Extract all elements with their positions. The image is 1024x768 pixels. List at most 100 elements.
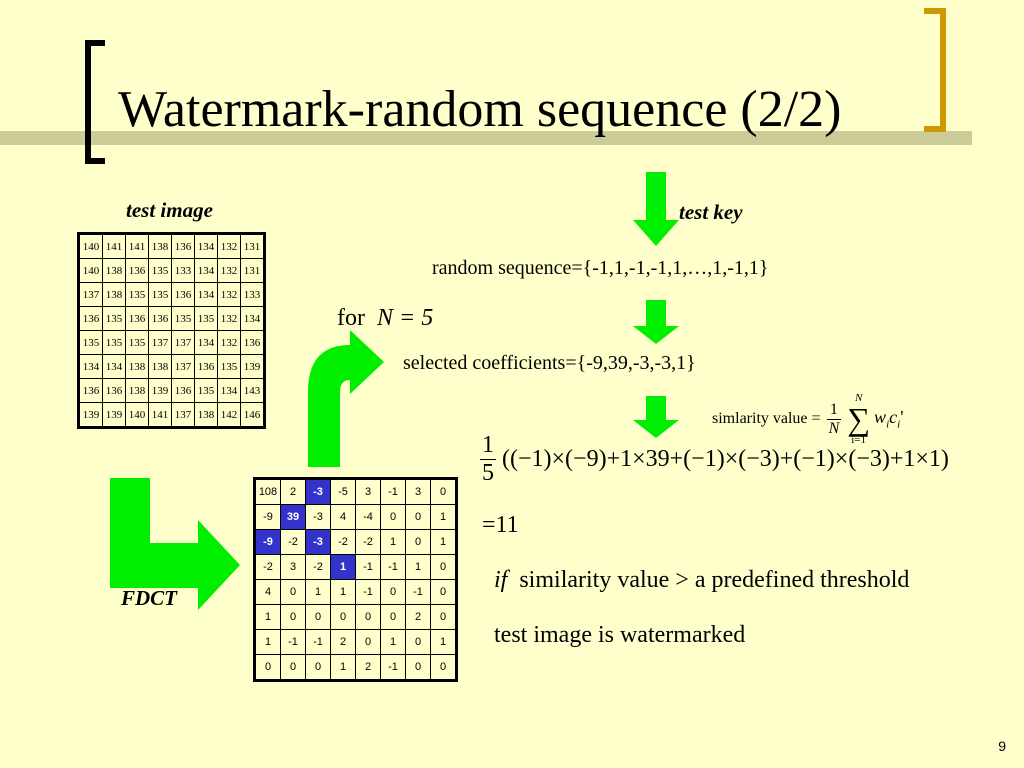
fraction-numerator: 1 <box>826 401 842 420</box>
w-symbol: w <box>874 407 887 428</box>
table-cell: 133 <box>171 258 195 283</box>
calc-expression: ((−1)×(−9)+1×39+(−1)×(−3)+(−1)×(−3)+1×1) <box>502 446 949 472</box>
table-cell: 132 <box>217 233 241 259</box>
similarity-formula: simlarity value = 1 N N ∑ i=1 wici' <box>712 392 903 446</box>
c-symbol: c <box>889 407 898 428</box>
page-number: 9 <box>998 738 1006 754</box>
table-cell: 134 <box>194 258 218 283</box>
table-cell: -1 <box>380 654 406 681</box>
table-cell: 0 <box>430 554 457 580</box>
table-cell: -1 <box>405 579 431 605</box>
table-cell: 0 <box>430 478 457 505</box>
similarity-down-arrow <box>633 396 679 438</box>
table-cell: -2 <box>254 554 281 580</box>
table-cell: 137 <box>171 330 195 355</box>
result-text: =11 <box>482 512 519 538</box>
test-image-label: test image <box>126 198 213 222</box>
table-cell: 136 <box>240 330 265 355</box>
title-underline-band <box>0 131 972 145</box>
table-cell: 137 <box>171 402 195 428</box>
table-cell: 139 <box>78 402 103 428</box>
table-cell: 2 <box>355 654 381 681</box>
table-cell: 137 <box>78 282 103 307</box>
prime-symbol: ' <box>900 407 904 428</box>
table-cell: 134 <box>102 354 126 379</box>
table-cell: 138 <box>148 354 172 379</box>
selected-coefficient-cell: 39 <box>280 504 306 530</box>
table-cell: 135 <box>171 306 195 331</box>
table-cell: 136 <box>102 378 126 403</box>
sum-upper-limit: N <box>854 392 863 404</box>
table-cell: 1 <box>330 579 356 605</box>
table-cell: 108 <box>254 478 281 505</box>
selected-coefficients-text: selected coefficients={-9,39,-3,-3,1} <box>403 352 696 374</box>
table-cell: 2 <box>405 604 431 630</box>
table-cell: 134 <box>194 282 218 307</box>
table-cell: 142 <box>217 402 241 428</box>
table-cell: 138 <box>194 402 218 428</box>
curved-up-right-arrow <box>308 330 384 467</box>
table-cell: 0 <box>380 604 406 630</box>
table-cell: 1 <box>330 654 356 681</box>
table-cell: 135 <box>125 282 149 307</box>
table-cell: 146 <box>240 402 265 428</box>
table-cell: 139 <box>102 402 126 428</box>
table-cell: 136 <box>125 258 149 283</box>
selected-coefficient-cell: -9 <box>254 529 281 555</box>
if-word: if <box>494 567 508 593</box>
table-cell: 139 <box>240 354 265 379</box>
table-cell: 4 <box>330 504 356 530</box>
right-bracket-decoration <box>924 8 946 132</box>
test-key-down-arrow <box>633 172 679 246</box>
table-cell: 134 <box>240 306 265 331</box>
fdct-label: FDCT <box>121 586 178 610</box>
fraction-denominator: N <box>828 419 840 437</box>
table-cell: 134 <box>194 330 218 355</box>
table-cell: 0 <box>280 654 306 681</box>
selected-coefficient-cell: 1 <box>330 554 356 580</box>
table-cell: 1 <box>430 529 457 555</box>
table-cell: 2 <box>280 478 306 505</box>
table-cell: -2 <box>305 554 331 580</box>
table-cell: 132 <box>217 306 241 331</box>
for-n-text: for N = 5 <box>337 305 433 332</box>
table-cell: 136 <box>78 378 103 403</box>
calc-numerator: 1 <box>480 432 496 460</box>
table-cell: 0 <box>305 654 331 681</box>
table-cell: 137 <box>148 330 172 355</box>
table-cell: 132 <box>217 330 241 355</box>
table-cell: 1 <box>305 579 331 605</box>
sum-sign: ∑ <box>847 401 871 437</box>
table-cell: 135 <box>102 330 126 355</box>
condition-text: similarity value > a predefined threshol… <box>519 567 910 593</box>
c-subscript: i <box>897 418 901 431</box>
table-cell: 135 <box>217 354 241 379</box>
left-bracket-decoration <box>85 40 105 164</box>
summation: N ∑ i=1 <box>847 392 870 446</box>
coefficients-down-arrow <box>633 300 679 344</box>
table-cell: 140 <box>78 233 103 259</box>
selected-coefficient-cell: -3 <box>305 529 331 555</box>
table-cell: 139 <box>148 378 172 403</box>
table-cell: 1 <box>430 629 457 655</box>
test-key-label: test key <box>679 200 743 224</box>
table-cell: 1 <box>430 504 457 530</box>
table-cell: 0 <box>330 604 356 630</box>
n-equals: N = 5 <box>376 305 434 331</box>
calculation-line: 1 5 ((−1)×(−9)+1×39+(−1)×(−3)+(−1)×(−3)+… <box>480 432 949 487</box>
w-subscript: i <box>886 418 890 431</box>
table-cell: -1 <box>380 554 406 580</box>
table-cell: 0 <box>430 654 457 681</box>
table-cell: 0 <box>430 579 457 605</box>
